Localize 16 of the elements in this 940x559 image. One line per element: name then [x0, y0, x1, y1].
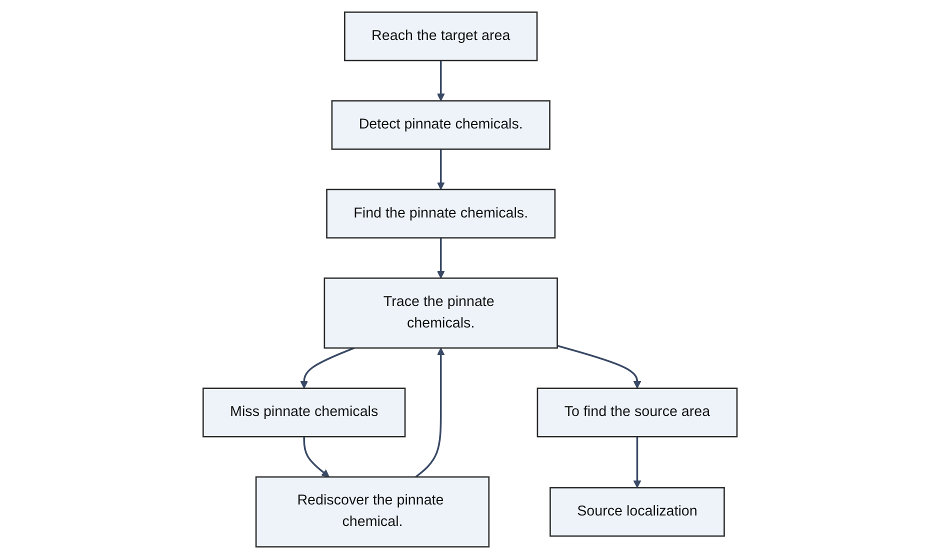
- arrow: [436, 60, 445, 102]
- node-box: Miss pinnate chemicals: [202, 388, 406, 438]
- arrow: [303, 436, 330, 478]
- node-box: Reach the target area: [344, 12, 538, 62]
- node-box: To find the source area: [536, 388, 738, 438]
- arrow: [436, 149, 445, 190]
- arrow: [415, 348, 445, 478]
- arrow: [633, 436, 642, 488]
- node-box: Find the pinnate chemicals.: [326, 188, 556, 239]
- node-box: Trace the pinnate chemicals.: [324, 277, 558, 349]
- node-box: Detect pinnate chemicals.: [331, 100, 550, 150]
- arrow: [300, 347, 354, 389]
- node-box: Rediscover the pinnate chemical.: [255, 476, 490, 548]
- arrow: [556, 344, 642, 389]
- node-box: Source localization: [549, 487, 725, 537]
- arrow: [436, 238, 445, 278]
